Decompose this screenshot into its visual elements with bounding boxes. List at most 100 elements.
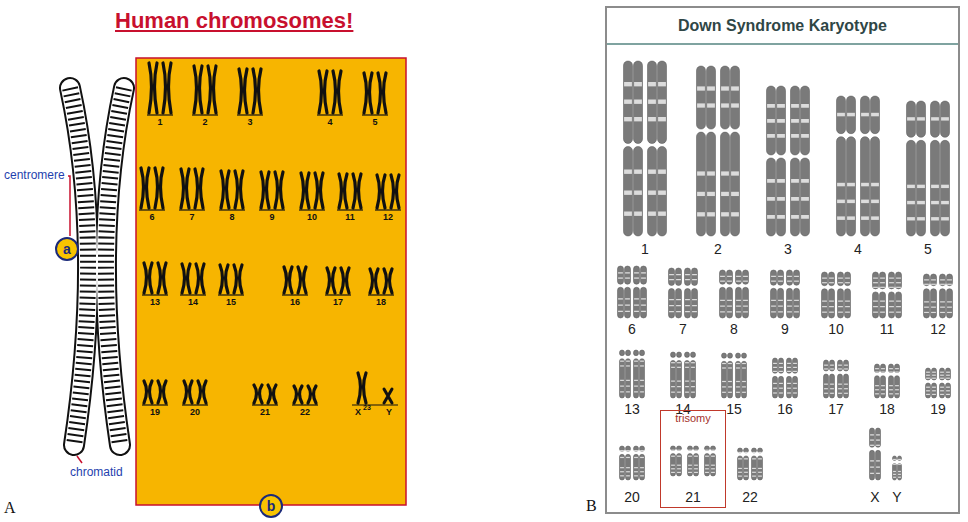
chromatid-arm [692, 289, 698, 319]
chromosome-band [779, 371, 783, 372]
chromatid-arm [743, 287, 749, 318]
chromosome-x [298, 267, 306, 293]
chromosome-number: 15 [226, 298, 236, 307]
chromosome-band [777, 215, 785, 219]
chromosome-band [847, 200, 855, 204]
chromosome-band [870, 434, 874, 435]
figure-title: Human chromosomes! [115, 8, 353, 34]
chromatid-arm [694, 446, 699, 451]
chromatid-arm [688, 454, 693, 477]
chromosome-band [876, 466, 880, 467]
chromosome-band [941, 217, 949, 220]
chromatid-stripes [70, 88, 88, 445]
chromosome-number: 12 [930, 322, 946, 336]
chromosome-band [787, 306, 792, 307]
chromosome-band [822, 312, 827, 313]
number-underline [362, 114, 388, 115]
chromosome-band [844, 365, 848, 366]
chromatid-arm [794, 270, 800, 285]
chromosome-x [155, 168, 163, 208]
chromosome-number: 19 [930, 402, 946, 416]
chromatid-arm [669, 289, 675, 319]
chromosome-x [253, 69, 261, 113]
chromatid-arm [838, 272, 844, 286]
chromatid-arm [779, 376, 784, 398]
chromosome-band [688, 465, 692, 466]
chromatid-arm [634, 446, 639, 451]
chromosome-band [926, 375, 930, 376]
chromosome-band [767, 215, 775, 219]
chromosome-band [917, 185, 925, 188]
chromatid-arm [677, 360, 682, 398]
chromosome-band [620, 450, 624, 451]
chromosome-band [791, 179, 799, 183]
chromosome-band [685, 305, 690, 306]
chromosome-band [779, 383, 783, 384]
chromosome-band [727, 276, 732, 277]
chromosome-number: 17 [333, 298, 343, 307]
chromosome-band [940, 312, 945, 313]
chromatid-fill [106, 88, 124, 445]
callout-circle: b [259, 494, 283, 518]
chromosome-band [705, 465, 709, 466]
chromosome-number: 3 [784, 242, 792, 256]
chromosome-band [895, 389, 899, 390]
chromosome-band [692, 279, 697, 280]
chromosome-band [752, 476, 756, 477]
chromosome-number: X [870, 490, 879, 504]
chromosome-band [946, 387, 950, 388]
chromosome-band [847, 113, 855, 117]
panel-letter: B [586, 498, 597, 514]
chromosome-band [838, 365, 842, 366]
number-underline [325, 294, 351, 295]
chromosome-band [767, 179, 775, 183]
chromosome-band [889, 312, 894, 313]
chromosome-band [720, 300, 725, 301]
chromosome-band [685, 362, 689, 363]
chromatid-arm [648, 147, 657, 237]
chromosome-band [889, 278, 894, 279]
chromosome-number: 15 [726, 402, 742, 416]
chromosome-band [870, 439, 874, 440]
chromosome-x [261, 172, 269, 208]
chromosome-number: 10 [828, 322, 844, 336]
chromosome-band [777, 179, 785, 183]
chromosome-band [744, 472, 748, 473]
chromatid-arm [838, 360, 843, 371]
chromosome-band [711, 456, 715, 457]
chromatid-arm [658, 61, 667, 144]
chromosome-band [727, 281, 732, 282]
chromatid-arm [705, 446, 710, 451]
chromosome-band [924, 301, 929, 302]
chromatid-arm [787, 288, 793, 318]
chromatid-arm [924, 274, 930, 286]
chromatid-arm [731, 66, 740, 129]
chromosome-x [208, 66, 216, 113]
chromosome-band [720, 276, 725, 277]
chromosome-band [838, 368, 842, 369]
chromosome-band [844, 384, 848, 385]
chromosome-band [794, 276, 799, 277]
chromosome-band [691, 362, 695, 363]
number-underline [182, 404, 208, 405]
chromosome-x [158, 381, 166, 403]
chromosome-band [731, 212, 739, 216]
chromosome-band [875, 385, 879, 386]
number-underline [292, 404, 318, 405]
chromosome-band [626, 471, 630, 472]
chromosome-number: 6 [628, 322, 636, 336]
chromosome-band [893, 464, 896, 465]
chromosome-number: X [355, 408, 361, 417]
chromosome-number: 4 [854, 242, 862, 256]
chromatid-arm [946, 368, 951, 380]
chromosome-band [626, 391, 630, 392]
chromosome-band [876, 434, 880, 435]
number-underline [299, 209, 325, 210]
chromosome-band [845, 312, 850, 313]
chromosome-band [641, 272, 646, 273]
chromosome-band [837, 113, 845, 117]
chromosome-number: 4 [327, 118, 332, 127]
chromosome-band [793, 383, 797, 384]
chromatid-fill [70, 88, 88, 445]
chromosome-band [932, 387, 936, 388]
